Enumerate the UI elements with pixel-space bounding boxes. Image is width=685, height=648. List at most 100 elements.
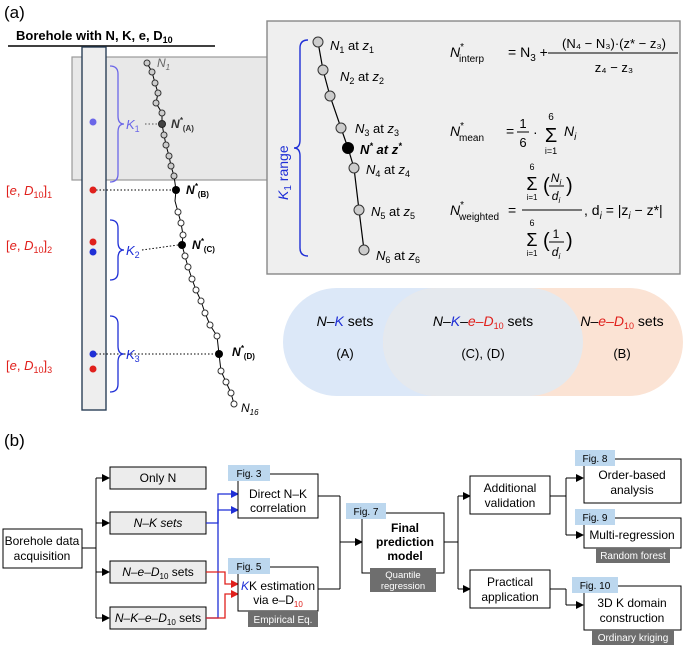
k3-sample-dot bbox=[89, 350, 97, 358]
domain-line1: 3D K domain bbox=[597, 596, 666, 610]
venn-right-title: N–e–D10 sets bbox=[580, 313, 663, 331]
svg-text:analysis: analysis bbox=[610, 483, 653, 497]
box-3d-domain bbox=[583, 585, 682, 631]
box-additional-validation bbox=[469, 475, 551, 515]
zoom-point-labels: N1 at z1 N2 at z2 N3 at z3 N* at z* N4 a… bbox=[330, 38, 420, 265]
svg-text:Fig. 7: Fig. 7 bbox=[353, 507, 378, 518]
svg-text:Practical: Practical bbox=[487, 575, 533, 589]
svg-text:Σ: Σ bbox=[545, 125, 557, 147]
k-braces bbox=[109, 65, 125, 393]
svg-text:prediction: prediction bbox=[376, 535, 434, 549]
only-n-text: Only N bbox=[140, 471, 177, 485]
tag-fig7 bbox=[346, 503, 386, 519]
k1-range-label: K1 range bbox=[275, 145, 294, 200]
svg-text:N2 at z2: N2 at z2 bbox=[340, 69, 384, 86]
svg-text:Quantile: Quantile bbox=[385, 570, 420, 581]
svg-text:i=1: i=1 bbox=[527, 193, 538, 202]
venn-right-sub: (B) bbox=[613, 346, 630, 361]
n16-label: N16 bbox=[241, 401, 259, 417]
ed1-label: [e, D10]1 bbox=[6, 183, 52, 200]
svg-text:1: 1 bbox=[553, 227, 560, 241]
svg-text:Fig. 10: Fig. 10 bbox=[580, 581, 611, 592]
tag-empirical bbox=[248, 611, 318, 627]
box-only-n bbox=[109, 466, 207, 490]
svg-text:model: model bbox=[387, 549, 422, 563]
n-star-a-label: N*(A) bbox=[171, 116, 194, 133]
svg-text:=: = bbox=[506, 123, 514, 139]
svg-text:di: di bbox=[552, 245, 561, 261]
svg-text:KK estimation: KK estimation bbox=[241, 579, 315, 593]
tag-fig3 bbox=[228, 465, 270, 481]
tag-fig5 bbox=[228, 558, 270, 574]
k1-sample-dot bbox=[89, 118, 97, 126]
svg-text:Order-based: Order-based bbox=[598, 468, 665, 482]
k1-zoom-box bbox=[266, 20, 681, 275]
tag-quantile bbox=[370, 568, 436, 592]
svg-text:Fig. 9: Fig. 9 bbox=[582, 513, 607, 524]
k1-range-brace bbox=[293, 39, 309, 257]
n-star-b-label: N*(B) bbox=[186, 182, 209, 199]
tag-random-forest bbox=[596, 548, 670, 563]
borehole-column bbox=[81, 46, 107, 411]
svg-text:(: ( bbox=[543, 175, 550, 197]
svg-text:N4 at z4: N4 at z4 bbox=[366, 162, 410, 179]
svg-text:Direct N–K: Direct N–K bbox=[249, 487, 307, 501]
svg-text:Final: Final bbox=[391, 521, 419, 535]
k3-label: K3 bbox=[126, 347, 140, 364]
box-order-based bbox=[583, 458, 682, 504]
svg-text:Σ: Σ bbox=[526, 174, 537, 194]
svg-text:Borehole data: Borehole data bbox=[5, 534, 80, 548]
svg-text:=: = bbox=[508, 202, 516, 218]
n-profile-points bbox=[143, 59, 238, 408]
n-star-c-label: N*(C) bbox=[192, 237, 215, 254]
svg-text:di: di bbox=[552, 189, 561, 205]
ned-sets-text: N–e–D10 sets bbox=[122, 565, 194, 581]
svg-text:6: 6 bbox=[529, 218, 534, 228]
svg-text:Ordinary kriging: Ordinary kriging bbox=[598, 633, 669, 644]
svg-text:regression: regression bbox=[381, 581, 425, 592]
svg-text:): ) bbox=[566, 175, 573, 197]
svg-text:·: · bbox=[533, 124, 538, 140]
svg-text:Ni: Ni bbox=[564, 123, 577, 143]
svg-text:Fig. 5: Fig. 5 bbox=[236, 562, 261, 573]
svg-text:Multi-regression: Multi-regression bbox=[589, 528, 674, 542]
svg-text:application: application bbox=[481, 590, 538, 604]
svg-text:6: 6 bbox=[519, 135, 526, 150]
svg-text:correlation: correlation bbox=[250, 501, 306, 515]
venn-left-sub: (A) bbox=[336, 346, 353, 361]
venn-diagram bbox=[283, 288, 683, 396]
borehole-header-text: Borehole with N, K, e, D10 bbox=[16, 28, 173, 45]
ed1-sample-dot bbox=[89, 186, 97, 194]
panel-b-label: (b) bbox=[4, 431, 25, 450]
svg-text:(: ( bbox=[543, 230, 550, 252]
eq-interp-lhs: N*interp bbox=[450, 42, 484, 65]
eq-interp-num: (N₄ − N₃)·(z* − z₃) bbox=[562, 36, 666, 51]
svg-text:1: 1 bbox=[519, 116, 526, 131]
nk-sets-text: N–K sets bbox=[134, 516, 183, 530]
svg-text:N6 at z6: N6 at z6 bbox=[376, 248, 420, 265]
svg-text:Additional: Additional bbox=[484, 481, 537, 495]
svg-text:6: 6 bbox=[529, 162, 534, 172]
svg-text:validation: validation bbox=[485, 496, 536, 510]
eq-interp-rhs: = N3 + bbox=[508, 44, 548, 64]
svg-text:, di = |zi − z*|: , di = |zi − z*| bbox=[584, 202, 663, 222]
eq-weighted-lhs: N*weighted bbox=[450, 200, 499, 223]
k2-label: K2 bbox=[126, 243, 140, 260]
svg-text:N5 at z5: N5 at z5 bbox=[371, 204, 415, 221]
box-borehole-acquisition bbox=[2, 528, 83, 569]
borehole-header: Borehole with N, K, e, D10 bbox=[8, 28, 215, 47]
tag-kriging bbox=[592, 630, 674, 645]
svg-text:Fig. 3: Fig. 3 bbox=[236, 469, 261, 480]
box-final-model bbox=[361, 512, 445, 574]
svg-text:Empirical Eq.: Empirical Eq. bbox=[254, 615, 313, 626]
svg-text:construction: construction bbox=[600, 611, 665, 625]
svg-text:): ) bbox=[566, 230, 573, 252]
svg-text:Σ: Σ bbox=[526, 230, 537, 250]
box-practical-application bbox=[469, 569, 551, 609]
equations: N*interp = N3 + (N₄ − N₃)·(z* − z₃) z₄ −… bbox=[450, 36, 678, 261]
tag-fig10 bbox=[572, 577, 618, 593]
venn-mid-sub: (C), (D) bbox=[461, 346, 504, 361]
ed2-label: [e, D10]2 bbox=[6, 238, 52, 255]
